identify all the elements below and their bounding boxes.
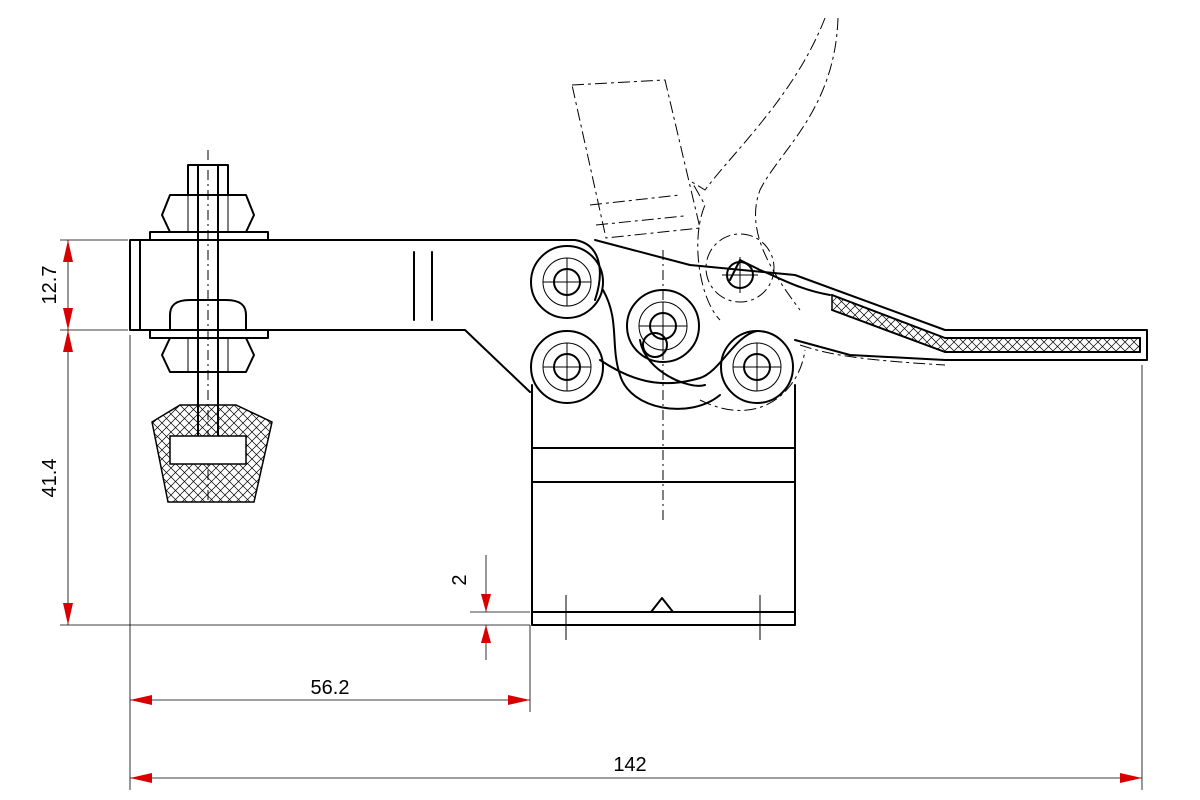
handle-closed: [594, 239, 1148, 366]
clamp-arm: [129, 239, 601, 393]
upper-washer: [149, 231, 269, 241]
handle-open-position: [571, 17, 839, 411]
dim-spindle-to-base: 56.2: [311, 677, 350, 699]
dim-bar-offset: 2: [449, 574, 471, 585]
lower-washer: [149, 329, 269, 339]
dim-arm-thickness: 12.7: [39, 266, 61, 305]
pivot-links: [530, 245, 794, 520]
lower-nut: [161, 337, 255, 373]
base-body: [531, 384, 796, 640]
dim-spindle-height: 41.4: [39, 459, 61, 498]
dimension-lines: [60, 239, 1143, 790]
dim-overall-length: 142: [613, 754, 646, 776]
spindle-assembly: [149, 150, 269, 500]
spindle-rubber-tip: [151, 404, 273, 503]
spindle-shaft: [197, 164, 219, 441]
